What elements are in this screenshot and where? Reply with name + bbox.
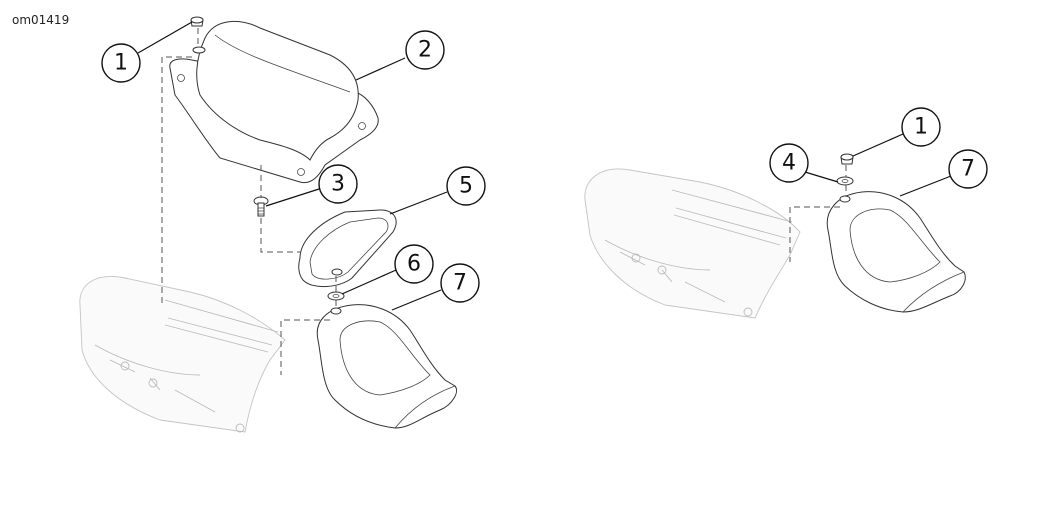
fastener-cap-part-1-right (840, 153, 854, 165)
callout-left-3: 3 (318, 164, 358, 204)
seat-part-7-left (316, 304, 457, 429)
callout-right-7: 7 (948, 149, 988, 189)
callout-label: 5 (459, 174, 473, 199)
callout-left-7: 7 (440, 263, 480, 303)
callout-left-1: 1 (101, 43, 141, 83)
callout-right-1: 1 (901, 107, 941, 147)
seat-part-7-right (826, 191, 966, 313)
figure-id-label: om01419 (12, 13, 70, 27)
callout-label: 6 (407, 252, 421, 277)
assembly-line-right-3 (789, 206, 840, 262)
callout-label: 1 (114, 51, 128, 76)
callout-label: 4 (782, 151, 796, 176)
bumper-ring-part-5 (298, 209, 397, 287)
leader-right-7 (899, 175, 952, 197)
leader-left-3 (265, 188, 320, 207)
callout-left-2: 2 (405, 30, 445, 70)
fastener-cap-part-1-left (190, 16, 206, 54)
right-rear-body-ghost (584, 168, 801, 319)
assembly-line-left-7 (280, 319, 330, 375)
callout-label: 2 (418, 38, 432, 63)
leader-left-6 (341, 269, 397, 295)
assembly-line-left-2 (161, 56, 192, 305)
callout-right-4: 4 (769, 143, 809, 183)
callout-label: 7 (453, 271, 467, 296)
washer-part-6 (327, 291, 345, 301)
callout-label: 3 (331, 172, 345, 197)
rear-pad-part-2 (169, 20, 379, 184)
leader-right-4 (804, 171, 839, 183)
callout-left-6: 6 (394, 244, 434, 284)
leader-left-2 (355, 57, 406, 81)
leader-left-5 (389, 191, 448, 215)
leader-left-7 (391, 289, 442, 311)
callout-left-5: 5 (446, 166, 486, 206)
leader-right-1 (852, 133, 904, 157)
callout-label: 1 (914, 115, 928, 140)
leader-left-1 (137, 21, 193, 54)
left-rear-body-ghost (79, 276, 286, 433)
assembly-line-left-4 (260, 218, 300, 253)
bolt-part-3 (253, 196, 269, 217)
callout-label: 7 (961, 157, 975, 182)
washer-part-4 (836, 176, 854, 186)
